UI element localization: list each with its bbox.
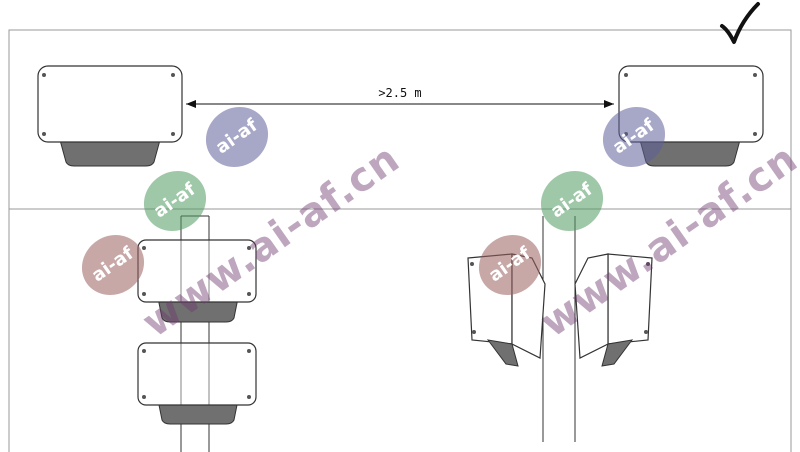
detector-unit-angled-right [574, 253, 653, 367]
pole-right [542, 216, 576, 442]
diagram-frame [8, 29, 792, 452]
dimension-arrow [186, 100, 614, 108]
detector-unit-stacked-lower [137, 342, 257, 425]
dimension-label: >2.5 m [360, 86, 440, 100]
detector-unit-stacked-upper [137, 239, 257, 323]
detector-unit-top-left [37, 65, 183, 167]
checkmark-icon [720, 2, 760, 44]
